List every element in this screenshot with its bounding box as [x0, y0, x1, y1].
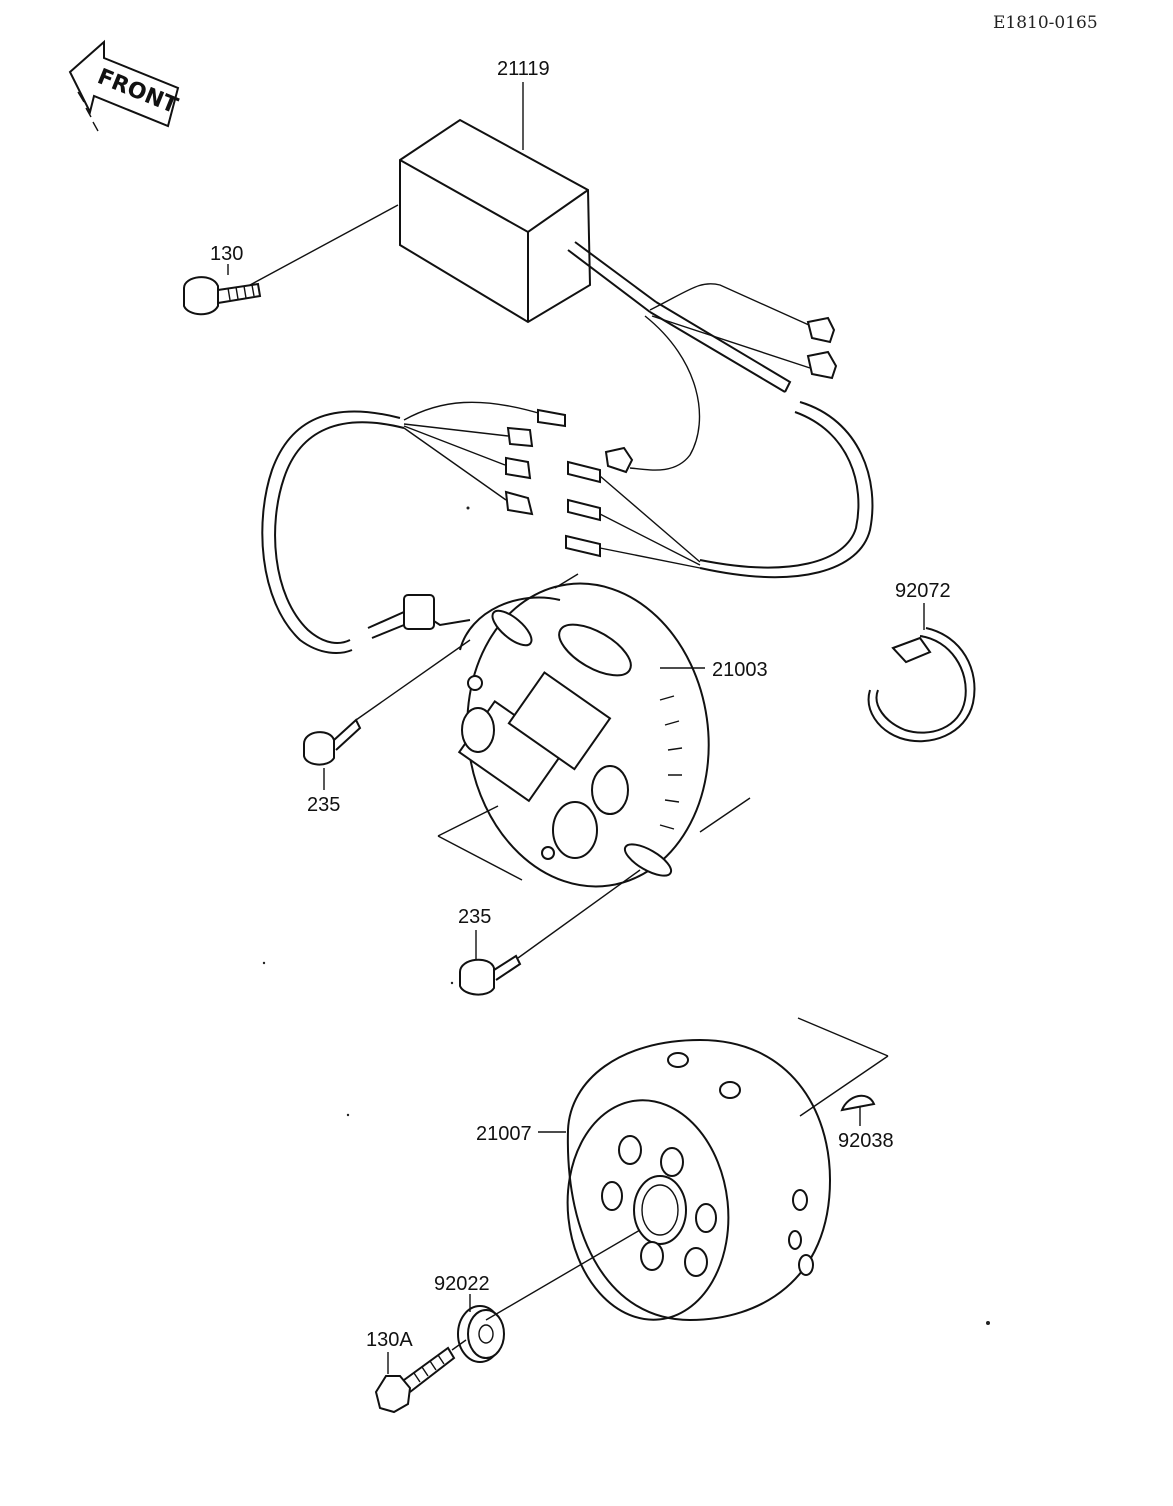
cdi-unit [399, 118, 821, 471]
rotor-flywheel [566, 1038, 832, 1322]
stator-plate [457, 582, 710, 888]
washer-92022 [457, 1305, 505, 1363]
wiring-harness [261, 401, 874, 654]
screw-235-upper [303, 718, 362, 766]
key-92038 [840, 1094, 876, 1112]
label-235-lower: 235 [458, 906, 491, 928]
leader-235-lower [517, 869, 641, 959]
label-21007: 21007 [476, 1123, 532, 1145]
label-92072: 92072 [895, 580, 951, 602]
label-21119: 21119 [497, 58, 550, 80]
label-21003: 21003 [712, 659, 768, 681]
leader-235-upper [355, 639, 471, 721]
leader-rotor-axis [485, 1229, 641, 1321]
clamp-92072 [867, 627, 976, 743]
bolt-130 [183, 276, 262, 316]
cdi-connectors [604, 316, 838, 474]
diagram-code: E1810-0165 [993, 13, 1098, 33]
label-130: 130 [210, 243, 243, 265]
bolt-130a [374, 1346, 456, 1414]
screw-235-lower [459, 954, 522, 996]
scan-dots [262, 506, 990, 1325]
label-235-upper: 235 [307, 794, 340, 816]
leader-130 [249, 204, 399, 286]
front-arrow-icon: FRONT [68, 39, 181, 132]
label-130a: 130A [366, 1329, 413, 1351]
label-92022: 92022 [434, 1273, 490, 1295]
label-92038: 92038 [838, 1130, 894, 1152]
